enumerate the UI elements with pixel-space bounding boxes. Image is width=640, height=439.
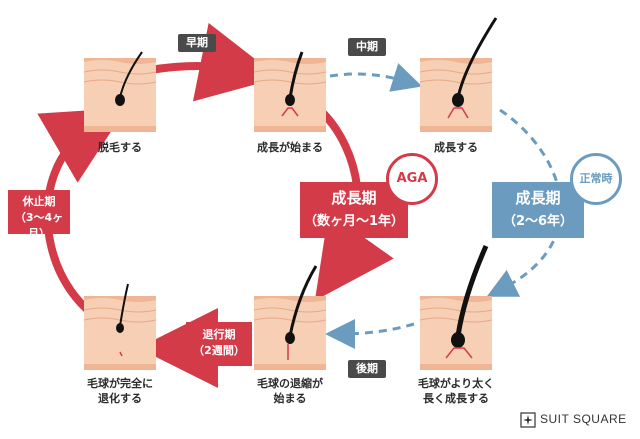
- label-bulb-regress-line1: 毛球が完全に: [87, 377, 153, 390]
- brand-name: SUIT SQUARE: [540, 412, 627, 426]
- label-bulb-regress-line2: 退化する: [98, 392, 142, 405]
- regression-phase-box: 退行期 （2週間）: [186, 322, 252, 366]
- label-bulb-regress: 毛球が完全に 退化する: [74, 376, 166, 406]
- resting-phase-box: 休止期 （3〜4ヶ月）: [8, 190, 70, 240]
- resting-duration: （3〜4ヶ月）: [14, 211, 64, 240]
- label-thick-growth-line2: 長く成長する: [423, 392, 489, 405]
- tile-bulb-regress: [83, 283, 157, 371]
- brand-logo: SUIT SQUARE: [520, 410, 632, 430]
- tile-growth: [419, 17, 498, 133]
- normal-badge: 正常時: [570, 153, 622, 205]
- normal-growth-title: 成長期: [515, 189, 561, 207]
- phase-tag-middle: 中期: [348, 38, 386, 56]
- phase-tag-early: 早期: [178, 34, 216, 52]
- regression-duration: （2週間）: [193, 344, 245, 357]
- tile-shedding: [83, 51, 157, 133]
- label-growth: 成長する: [434, 141, 478, 154]
- resting-title: 休止期: [22, 195, 56, 208]
- label-thick-growth-line1: 毛球がより太く: [417, 377, 495, 390]
- normal-growth-box: 成長期 （2〜6年）: [492, 182, 584, 238]
- phase-tag-late: 後期: [348, 360, 386, 378]
- normal-growth-arrow: [486, 108, 563, 297]
- label-shedding: 脱毛する: [98, 141, 142, 154]
- middle-arrow: [329, 63, 423, 92]
- label-bulb-shrink: 毛球の退縮が 始まる: [244, 376, 336, 406]
- aga-growth-duration: （数ヶ月〜1年）: [303, 214, 405, 229]
- aga-badge: AGA: [386, 153, 438, 205]
- normal-growth-duration: （2〜6年）: [502, 214, 574, 229]
- early-arrow: [149, 22, 280, 102]
- tile-bulb-shrink: [253, 265, 327, 371]
- label-thick-growth: 毛球がより太く 長く成長する: [405, 376, 507, 406]
- regression-title: 退行期: [202, 328, 236, 341]
- aga-growth-title: 成長期: [331, 189, 377, 207]
- tile-growth-start: [253, 51, 327, 133]
- label-bulb-shrink-line2: 始まる: [273, 392, 307, 405]
- late-arrow: [325, 318, 415, 349]
- label-growth-start: 成長が始まる: [257, 141, 323, 154]
- tile-thick-growth: [419, 244, 493, 371]
- sparkle-logo-icon: [520, 412, 536, 428]
- label-bulb-shrink-line1: 毛球の退縮が: [257, 377, 323, 390]
